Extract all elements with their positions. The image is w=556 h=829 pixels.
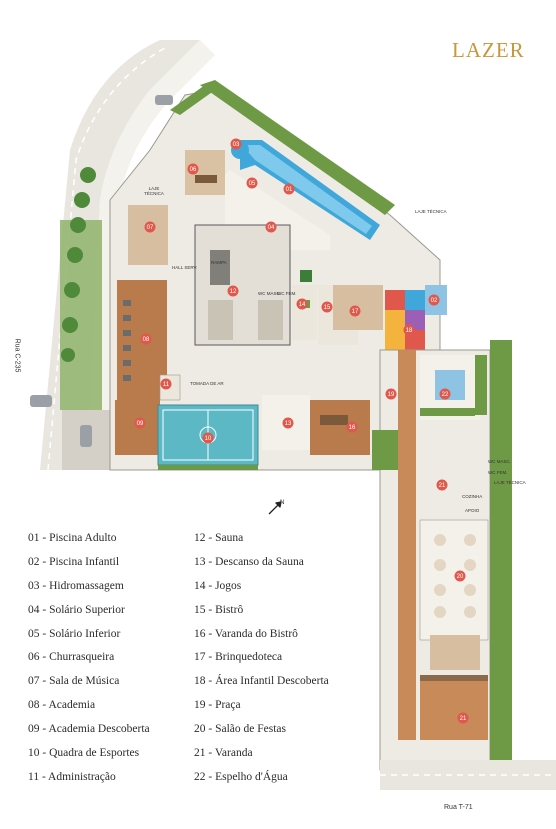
plan-marker-number: 21: [460, 716, 467, 722]
plan-marker-number: 15: [324, 305, 331, 311]
legend-item: 11 - Administração: [28, 770, 116, 783]
plan-marker-number: 14: [299, 302, 306, 308]
legend-item: 05 - Solário Inferior: [28, 627, 121, 640]
plan-marker-number: 12: [230, 289, 237, 295]
palm-tree: [80, 167, 96, 183]
plan-marker-number: 02: [431, 298, 438, 304]
car-1: [30, 395, 52, 407]
plan-marker-number: 11: [163, 382, 170, 388]
wooden-walkway: [398, 350, 416, 740]
legend-item: 16 - Varanda do Bistrô: [194, 627, 298, 640]
plan-marker: [436, 479, 448, 491]
plan-marker-number: 06: [190, 167, 197, 173]
plan-marker: [296, 298, 308, 310]
plan-marker: [321, 301, 333, 313]
legend-item: 02 - Piscina Infantil: [28, 555, 120, 568]
palm-tree: [70, 217, 86, 233]
plan-marker-number: 22: [442, 392, 449, 398]
plan-marker: [144, 221, 156, 233]
plan-marker-number: 08: [143, 337, 150, 343]
garden-right-strip: [490, 340, 512, 770]
plan-marker: [457, 712, 469, 724]
palm-tree: [61, 348, 75, 362]
palm-tree: [62, 317, 78, 333]
games-room: [292, 285, 317, 340]
legend-item: 10 - Quadra de Esportes: [28, 747, 140, 760]
legend-item: 18 - Área Infantil Descoberta: [194, 675, 329, 688]
plan-marker-number: 01: [286, 187, 293, 193]
legend-item: 13 - Descanso da Sauna: [194, 555, 304, 568]
plan-marker: [349, 305, 361, 317]
legend-item: 03 - Hidromassagem: [28, 579, 124, 592]
plan-marker: [265, 221, 277, 233]
plan-marker: [187, 163, 199, 175]
plan-marker-number: 18: [406, 328, 413, 334]
legend-item: 12 - Sauna: [194, 532, 244, 544]
plan-marker: [282, 417, 294, 429]
party-hall: [419, 519, 489, 641]
legend-item: 01 - Piscina Adulto: [28, 532, 117, 544]
plan-marker: [346, 421, 358, 433]
legend-column-2: 12 - Sauna 13 - Descanso da Sauna 14 - Jog…: [194, 527, 329, 790]
plan-marker-number: 04: [268, 225, 275, 231]
garden-left-strip: [60, 220, 102, 410]
plan-marker-number: 07: [147, 225, 154, 231]
plan-marker-number: 05: [249, 181, 256, 187]
plan-marker-number: 10: [205, 436, 212, 442]
sidewalk-left: [88, 40, 215, 470]
legend-item: 15 - Bistrô: [194, 603, 244, 616]
plan-marker: [230, 138, 242, 150]
veranda: [420, 680, 488, 740]
legend-item: 08 - Academia: [28, 699, 96, 712]
car-3: [155, 95, 173, 105]
legend-item: 14 - Jogos: [194, 579, 242, 592]
bistro-veranda: [310, 400, 370, 455]
plan-marker: [160, 378, 172, 390]
legend-item: 17 - Brinquedoteca: [194, 651, 283, 664]
plan-marker: [227, 285, 239, 297]
legend-item: 04 - Solário Superior: [28, 603, 125, 616]
north-label: N: [280, 500, 284, 506]
legend-item: 19 - Praça: [194, 699, 241, 712]
plan-marker: [246, 177, 258, 189]
street-label-bottom: Rua T-71: [444, 804, 473, 811]
plan-marker: [454, 570, 466, 582]
legend-item: 22 - Espelho d'Água: [194, 770, 288, 783]
legend-item: 09 - Academia Descoberta: [28, 723, 150, 736]
plan-marker-number: 13: [285, 421, 292, 427]
legend-item: 21 - Varanda: [194, 747, 253, 760]
car-2: [80, 425, 92, 447]
plan-marker-number: 21: [439, 483, 446, 489]
legend-item: 07 - Sala de Música: [28, 675, 120, 688]
palm-tree: [64, 282, 80, 298]
plan-marker: [428, 294, 440, 306]
plan-marker: [134, 417, 146, 429]
north-arrow-icon: N: [266, 499, 286, 522]
plan-marker-number: 19: [388, 392, 395, 398]
plan-marker: [283, 183, 295, 195]
page-title: LAZER: [452, 38, 525, 62]
music-room: [128, 205, 168, 265]
plan-marker-number: 17: [352, 309, 359, 315]
plan-marker: [403, 324, 415, 336]
street-label-left: Rua C-235: [13, 338, 21, 373]
legend-item: 06 - Churrasqueira: [28, 651, 115, 664]
plan-marker-number: 09: [137, 421, 144, 427]
plan-marker-number: 20: [457, 574, 464, 580]
legend-column-1: 01 - Piscina Adulto 02 - Piscina Infantil…: [28, 527, 150, 790]
plan-marker: [202, 432, 214, 444]
plan-marker: [439, 388, 451, 400]
garden-top-border: [200, 80, 395, 215]
palm-tree: [67, 247, 83, 263]
plan-marker: [385, 388, 397, 400]
plan-marker-number: 16: [349, 425, 356, 431]
plan-marker: [140, 333, 152, 345]
plan-marker-number: 03: [233, 142, 240, 148]
legend-item: 20 - Salão de Festas: [194, 723, 286, 736]
palm-tree: [74, 192, 90, 208]
